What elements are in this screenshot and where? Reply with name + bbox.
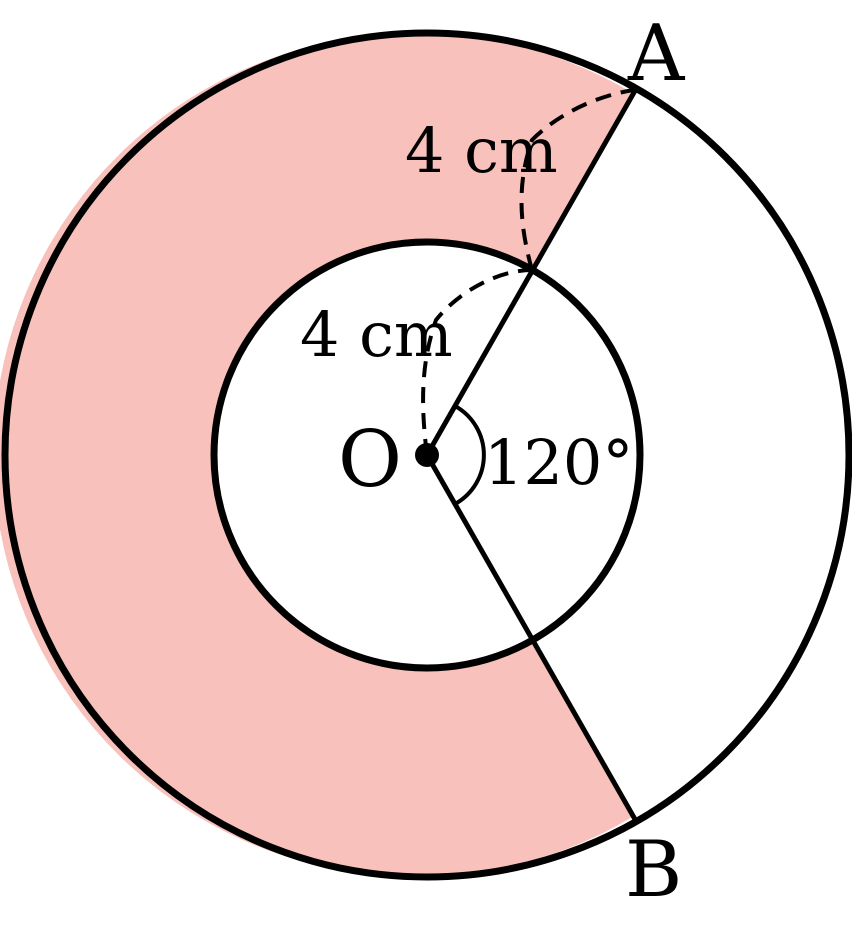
point-b-label: B [625,825,682,915]
radius-ob [424,453,639,823]
inner-radius-dimension-arc [421,268,533,456]
outer-circle [1,29,852,881]
inner-circle [210,238,644,672]
center-label: O [338,415,402,505]
point-a-label: A [627,9,686,99]
angle-arc [454,404,486,506]
angle-label: 120° [484,426,633,499]
ring-width-label: 4 cm [405,114,558,187]
ring-width-dimension-arc [519,88,635,271]
center-point [415,443,439,467]
inner-radius-label: 4 cm [300,298,453,371]
